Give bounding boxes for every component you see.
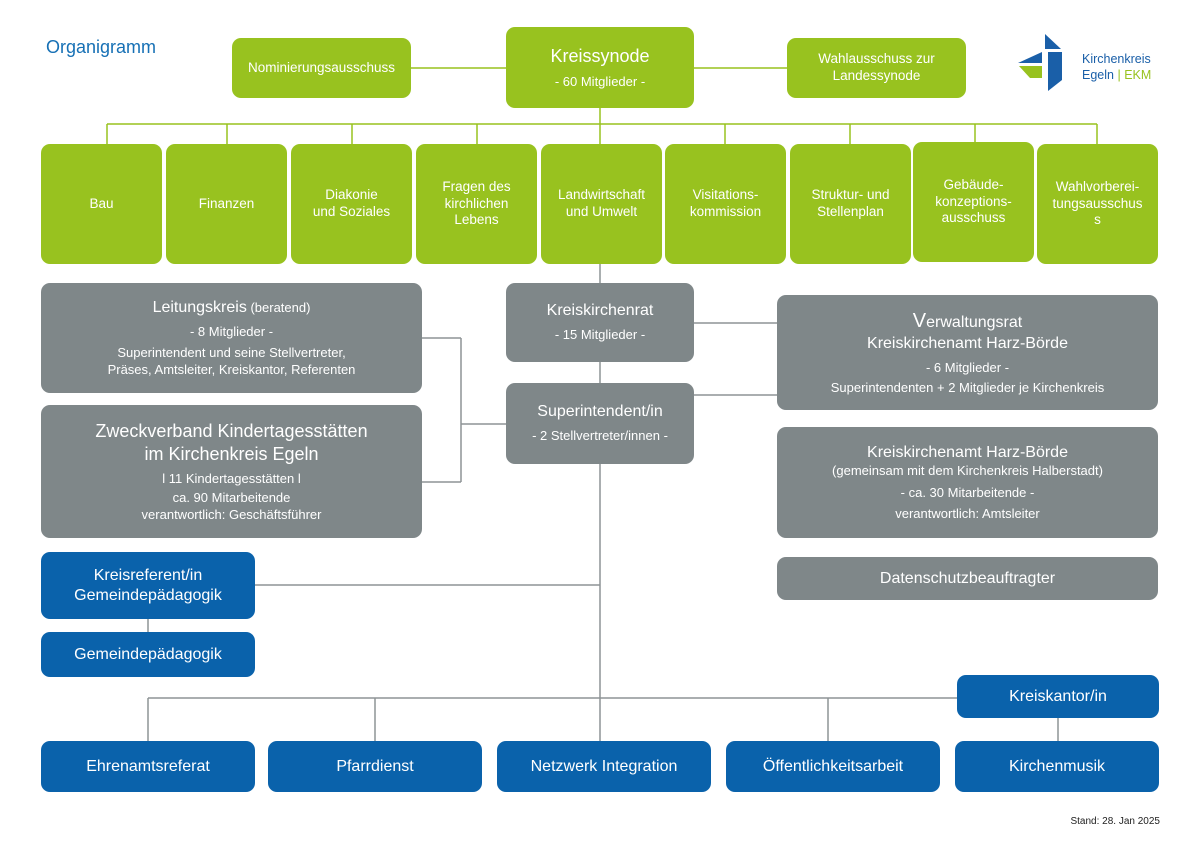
logo-text: Kirchenkreis Egeln | EKM [1082, 51, 1151, 83]
committee-bau[interactable]: Bau [41, 144, 162, 264]
wahlausschuss-line2: Landessynode [832, 68, 921, 83]
leitungskreis-box[interactable]: Leitungskreis (beratend) - 8 Mitglieder … [41, 283, 422, 393]
superintendent-box[interactable]: Superintendent/in - 2 Stellvertreter/inn… [506, 383, 694, 464]
kreissynode-box[interactable]: Kreissynode - 60 Mitglieder - [506, 27, 694, 108]
kreisreferent-line1: Kreisreferent/in [93, 566, 203, 584]
kreisreferent-box[interactable]: Kreisreferent/in Gemeindepädagogik [41, 552, 255, 619]
zweckverband-line2: ca. 90 Mitarbeitende [172, 490, 291, 506]
nominierungsausschuss-box[interactable]: Nominierungsausschuss [232, 38, 411, 98]
kreiskirchenrat-box[interactable]: Kreiskirchenrat - 15 Mitglieder - [506, 283, 694, 362]
zweckverband-title2: im Kirchenkreis Egeln [144, 443, 319, 464]
committee-finanzen[interactable]: Finanzen [166, 144, 287, 264]
datenschutz-label: Datenschutzbeauftragter [879, 569, 1056, 587]
bottom-kirchenmusik[interactable]: Kirchenmusik [955, 741, 1159, 792]
zweckverband-line3: verantwortlich: Geschäftsführer [141, 506, 322, 522]
zweckverband-line1: l 11 Kindertagesstätten l [162, 471, 301, 487]
bottom-ehrenamtsreferat[interactable]: Ehrenamtsreferat [41, 741, 255, 792]
nominierungsausschuss-label: Nominierungsausschuss [247, 59, 396, 75]
green-connectors [106, 67, 1098, 144]
committee-landwirtschaft[interactable]: Landwirtschaft und Umwelt [541, 144, 662, 264]
leitungskreis-title: Leitungskreis (beratend) [152, 299, 311, 317]
bottom-oeffentlichkeitsarbeit[interactable]: Öffentlichkeitsarbeit [726, 741, 940, 792]
verwaltungsrat-box[interactable]: Verwaltungsrat Kreiskirchenamt Harz-Börd… [777, 295, 1158, 410]
bottom-pfarrdienst[interactable]: Pfarrdienst [268, 741, 482, 792]
committee-diakonie[interactable]: Diakonie und Soziales [291, 144, 412, 264]
datenschutz-box[interactable]: Datenschutzbeauftragter [777, 557, 1158, 600]
kreiskirchenrat-members: - 15 Mitglieder - [554, 327, 646, 343]
superintendent-title: Superintendent/in [537, 403, 663, 421]
committee-struktur[interactable]: Struktur- und Stellenplan [790, 144, 911, 264]
gemeindepaedagogik-label: Gemeindepädagogik [74, 645, 222, 663]
stand-date: Stand: 28. Jan 2025 [1070, 816, 1160, 827]
verwaltungsrat-title1: Verwaltungsrat [912, 309, 1023, 332]
kreisreferent-line2: Gemeindepädagogik [74, 586, 222, 604]
leitungskreis-members: - 8 Mitglieder - [189, 324, 274, 340]
committee-kirchliches-leben[interactable]: Fragen des kirchlichen Lebens [416, 144, 537, 264]
church-logo-icon [1018, 34, 1062, 91]
leitungskreis-line1: Superintendent und seine Stellvertreter, [117, 345, 346, 361]
kreiskantor-box[interactable]: Kreiskantor/in [957, 675, 1159, 718]
committee-visitation[interactable]: Visitations- kommission [665, 144, 786, 264]
page-title: Organigramm [46, 37, 157, 57]
kreiskirchenamt-members: - ca. 30 Mitarbeitende - [900, 485, 1035, 501]
grey-connectors [147, 264, 1059, 741]
kreiskirchenrat-title: Kreiskirchenrat [546, 302, 654, 320]
verwaltungsrat-line1: Superintendenten + 2 Mitglieder je Kirch… [830, 380, 1105, 395]
kreiskirchenamt-sub: (gemeinsam mit dem Kirchenkreis Halberst… [832, 463, 1103, 479]
kreiskantor-label: Kreiskantor/in [1009, 687, 1107, 705]
zweckverband-title1: Zweckverband Kindertagesstätten [95, 421, 368, 442]
committee-gebaeude[interactable]: Gebäude- konzeptions- ausschuss [913, 142, 1034, 262]
kreissynode-title: Kreissynode [550, 46, 650, 67]
verwaltungsrat-title2: Kreiskirchenamt Harz-Börde [867, 334, 1068, 352]
kreissynode-members: - 60 Mitglieder - [554, 73, 646, 89]
superintendent-deputies: - 2 Stellvertreter/innen - [532, 428, 668, 444]
bottom-netzwerk-integration[interactable]: Netzwerk Integration [497, 741, 711, 792]
wahlausschuss-line1: Wahlausschuss zur [818, 51, 935, 67]
kreiskirchenamt-line1: verantwortlich: Amtsleiter [895, 505, 1040, 521]
logo-line2: Egeln | EKM [1082, 68, 1152, 82]
zweckverband-box[interactable]: Zweckverband Kindertagesstätten im Kirch… [41, 405, 422, 538]
leitungskreis-line2: Präses, Amtsleiter, Kreiskantor, Referen… [107, 361, 356, 377]
logo-line1: Kirchenkreis [1082, 52, 1151, 66]
gemeindepaedagogik-box[interactable]: Gemeindepädagogik [41, 632, 255, 677]
logo-ekm: EKM [1124, 68, 1152, 82]
verwaltungsrat-members: - 6 Mitglieder - [925, 359, 1010, 375]
committee-wahlvorbereitung[interactable]: Wahlvorberei- tungsausschus s [1037, 144, 1158, 264]
kreiskirchenamt-box[interactable]: Kreiskirchenamt Harz-Börde (gemeinsam mi… [777, 427, 1158, 538]
wahlausschuss-box[interactable]: Wahlausschuss zur Landessynode [787, 38, 966, 98]
kreiskirchenamt-title: Kreiskirchenamt Harz-Börde [867, 444, 1068, 462]
